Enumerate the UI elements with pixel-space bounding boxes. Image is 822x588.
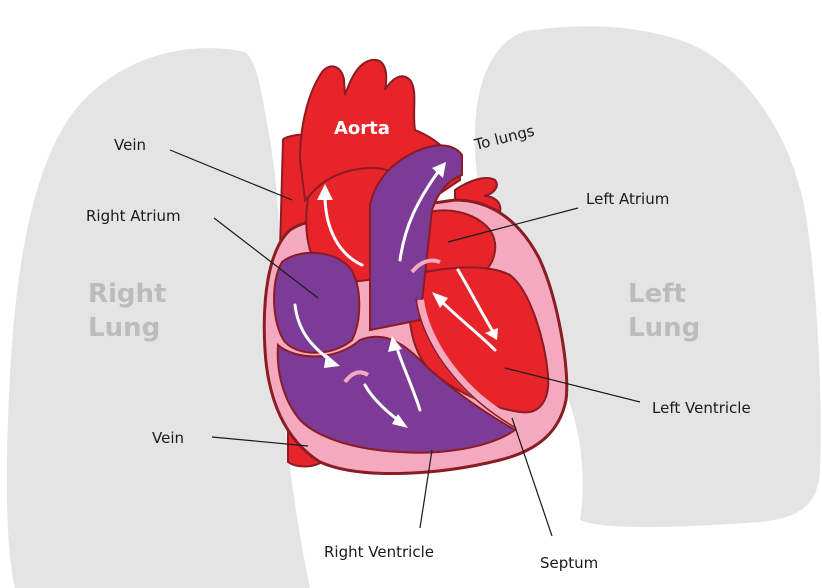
aorta-label: Aorta <box>334 118 390 139</box>
right-ventricle-label: Right Ventricle <box>324 543 434 561</box>
right-lung-label-1: Right <box>88 279 166 309</box>
right-atrium-label: Right Atrium <box>86 207 181 225</box>
left-atrium-label: Left Atrium <box>586 190 669 208</box>
right-lung-label-2: Lung <box>88 313 160 343</box>
left-lung-label-1: Left <box>628 279 686 309</box>
left-ventricle-label: Left Ventricle <box>652 399 751 417</box>
vein-bottom-label: Vein <box>152 429 184 447</box>
vein-top-label: Vein <box>114 136 146 154</box>
septum-label: Septum <box>540 554 598 572</box>
left-lung-label-2: Lung <box>628 313 700 343</box>
right-atrium-chamber <box>274 253 359 353</box>
